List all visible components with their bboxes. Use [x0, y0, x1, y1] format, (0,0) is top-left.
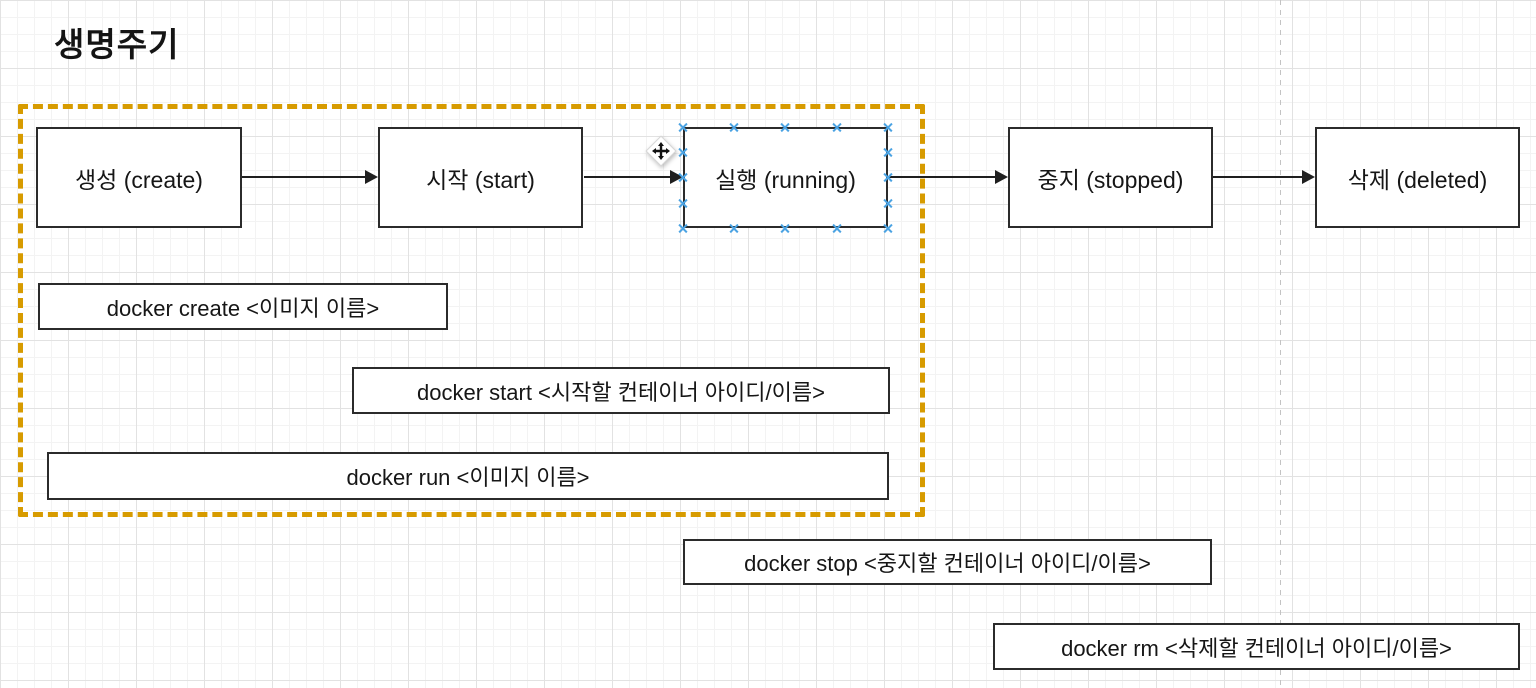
connection-point-cross-icon[interactable]	[883, 122, 894, 133]
cmd-docker-start[interactable]: docker start <시작할 컨테이너 아이디/이름>	[352, 367, 890, 414]
arrowhead-icon	[1302, 170, 1315, 184]
connection-point-cross-icon[interactable]	[678, 198, 689, 209]
cmd-label: docker rm <삭제할 컨테이너 아이디/이름>	[1061, 635, 1452, 661]
connection-point-cross-icon[interactable]	[678, 223, 689, 234]
cmd-label: docker start <시작할 컨테이너 아이디/이름>	[417, 379, 825, 405]
connection-point-cross-icon[interactable]	[883, 172, 894, 183]
cmd-label: docker run <이미지 이름>	[346, 465, 590, 490]
connection-point-cross-icon[interactable]	[883, 198, 894, 209]
connection-point-cross-icon[interactable]	[780, 223, 791, 234]
connection-point-cross-icon[interactable]	[832, 122, 843, 133]
node-deleted[interactable]: 삭제 (deleted)	[1315, 127, 1520, 228]
arrow-create-to-start[interactable]	[242, 170, 378, 184]
arrow-shaft	[242, 176, 369, 178]
lifecycle-group-outline[interactable]	[18, 104, 925, 517]
page-title: 생명주기	[54, 26, 180, 63]
connection-point-cross-icon[interactable]	[883, 223, 894, 234]
node-label: 시작 (start)	[426, 166, 535, 193]
arrowhead-icon	[995, 170, 1008, 184]
connection-point-cross-icon[interactable]	[780, 122, 791, 133]
connection-point-cross-icon[interactable]	[678, 122, 689, 133]
node-start[interactable]: 시작 (start)	[378, 127, 583, 228]
cmd-docker-create[interactable]: docker create <이미지 이름>	[38, 283, 448, 330]
cmd-docker-rm[interactable]: docker rm <삭제할 컨테이너 아이디/이름>	[993, 623, 1520, 670]
cmd-label: docker stop <중지할 컨테이너 아이디/이름>	[744, 551, 1151, 576]
node-label: 실행 (running)	[715, 166, 856, 193]
arrow-shaft	[1213, 176, 1306, 178]
connection-point-cross-icon[interactable]	[729, 223, 740, 234]
node-label: 중지 (stopped)	[1037, 166, 1184, 193]
cmd-label: docker create <이미지 이름>	[106, 295, 380, 321]
connection-point-cross-icon[interactable]	[729, 122, 740, 133]
connection-point-cross-icon[interactable]	[678, 172, 689, 183]
page-boundary-line	[1280, 0, 1281, 688]
arrowhead-icon	[365, 170, 378, 184]
arrow-shaft	[888, 176, 999, 178]
cmd-docker-run[interactable]: docker run <이미지 이름>	[47, 452, 889, 500]
node-label: 삭제 (deleted)	[1347, 166, 1488, 193]
node-create[interactable]: 생성 (create)	[36, 127, 242, 228]
connection-point-cross-icon[interactable]	[883, 147, 894, 158]
node-running[interactable]: 실행 (running)	[683, 127, 888, 228]
move-cursor-icon	[645, 135, 677, 167]
node-label: 생성 (create)	[75, 166, 203, 193]
cmd-docker-stop[interactable]: docker stop <중지할 컨테이너 아이디/이름>	[683, 539, 1212, 585]
arrow-start-to-running[interactable]	[584, 170, 683, 184]
connection-point-cross-icon[interactable]	[832, 223, 843, 234]
arrow-shaft	[584, 176, 674, 178]
connection-point-cross-icon[interactable]	[678, 147, 689, 158]
arrow-running-to-stopped[interactable]	[888, 170, 1008, 184]
arrow-stopped-to-deleted[interactable]	[1213, 170, 1315, 184]
node-stopped[interactable]: 중지 (stopped)	[1008, 127, 1213, 228]
